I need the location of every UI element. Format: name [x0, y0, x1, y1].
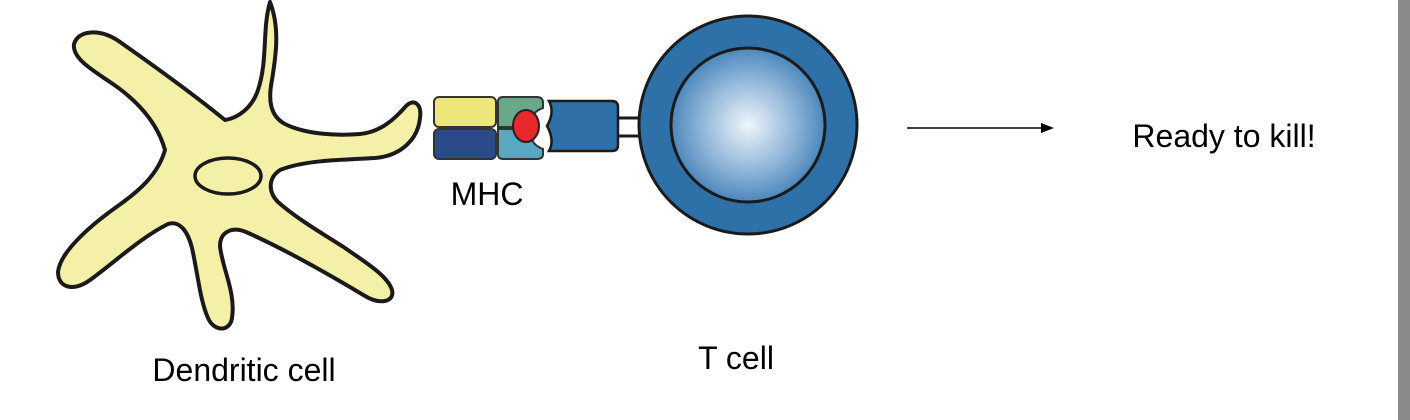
- dendritic-cell: [56, 0, 423, 331]
- antigen-peptide: [512, 109, 540, 143]
- mhc-navy-domain: [433, 128, 497, 160]
- dendritic-cell-nucleus: [193, 156, 263, 196]
- mhc-yellow-domain: [433, 96, 497, 128]
- receptor-body: [545, 99, 620, 153]
- scrollbar[interactable]: [1398, 0, 1410, 420]
- arrow: [907, 123, 1054, 133]
- mhc-label: MHC: [451, 176, 524, 212]
- dendritic-cell-label: Dendritic cell: [152, 352, 335, 388]
- t-cell: [637, 14, 859, 236]
- ready-to-kill-label: Ready to kill!: [1132, 118, 1315, 154]
- mhc-complex: [433, 96, 544, 160]
- t-cell-nucleus: [669, 46, 827, 204]
- arrow-head: [1041, 123, 1054, 133]
- t-cell-label: T cell: [698, 340, 774, 376]
